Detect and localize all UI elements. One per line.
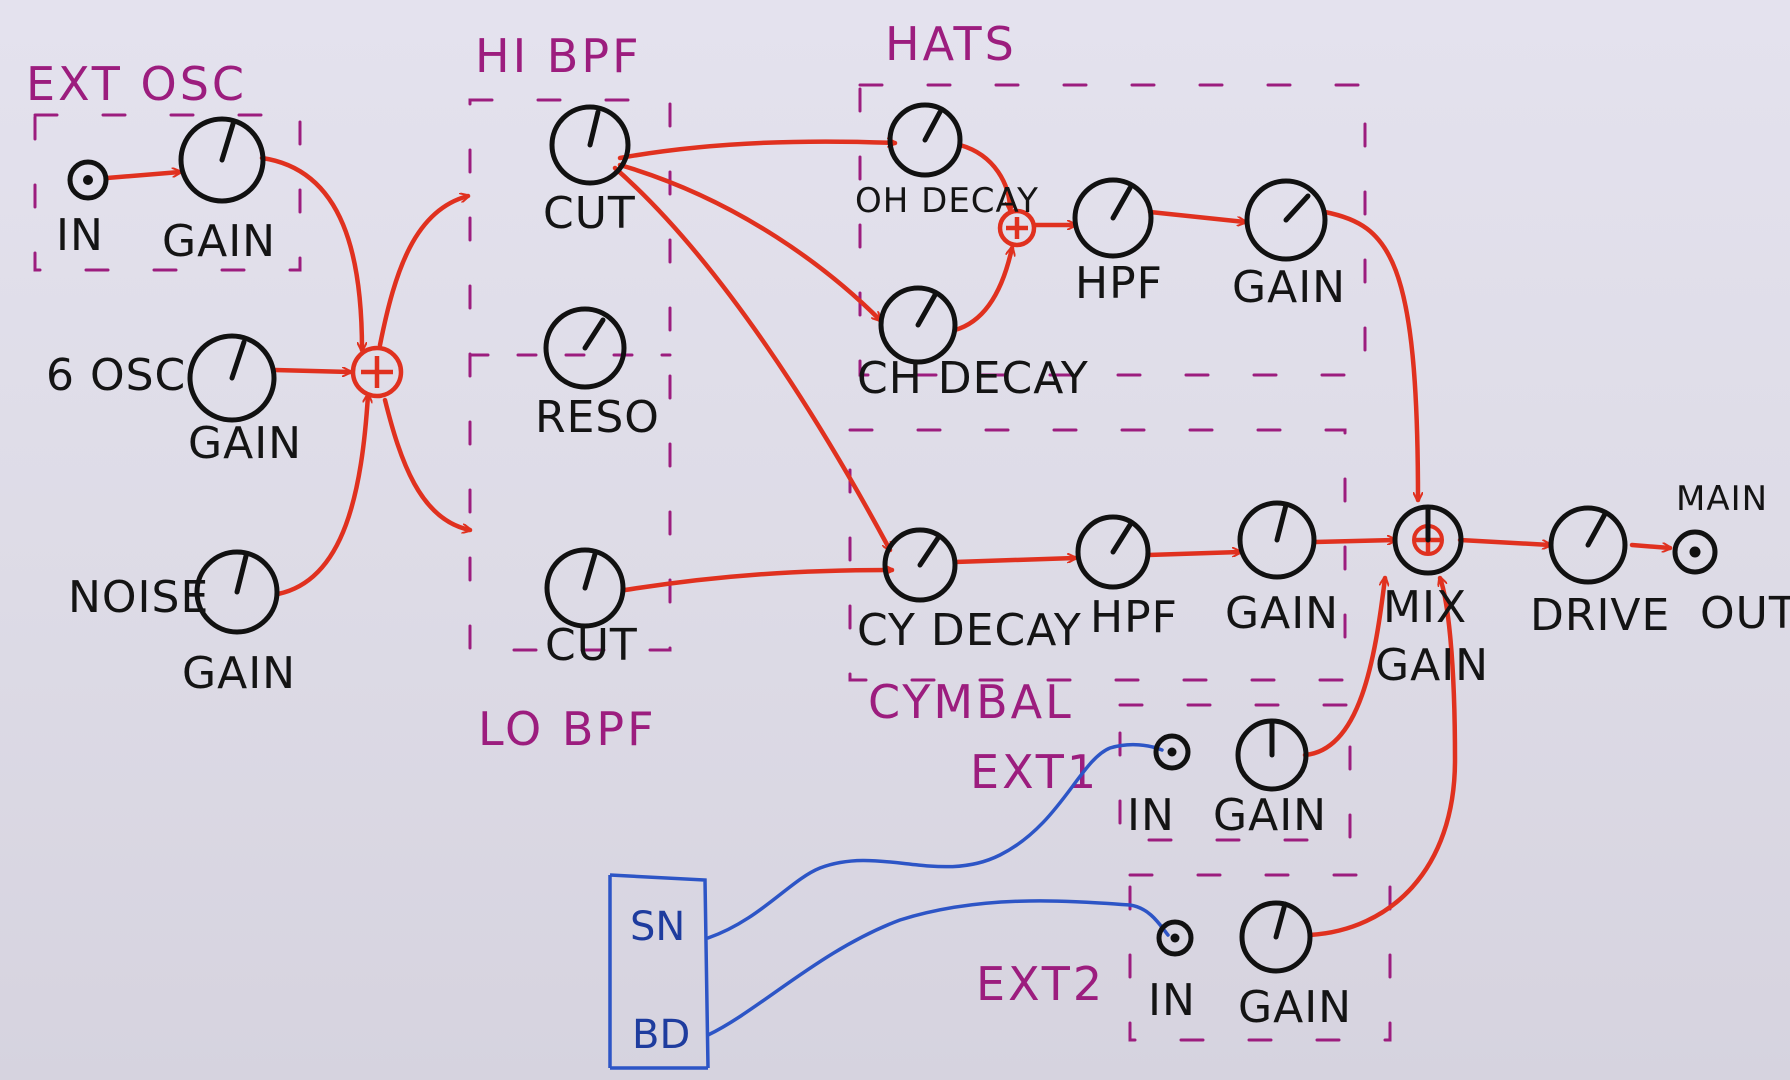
wire-ch-to-hats-sum bbox=[952, 248, 1012, 333]
group-ext1: EXT1 bbox=[970, 745, 1099, 799]
knob-ext-osc-gain[interactable] bbox=[178, 116, 266, 204]
ext-osc-outline bbox=[33, 113, 302, 272]
group-hi-bpf: HI BPF bbox=[475, 29, 642, 83]
wire-cy-gain-to-mix bbox=[1312, 540, 1398, 542]
wire-hi-cut-to-oh bbox=[617, 142, 898, 161]
label-lo-cut: CUT bbox=[545, 620, 638, 671]
source-sn: SN bbox=[630, 904, 685, 950]
group-ext2: EXT2 bbox=[976, 957, 1105, 1011]
label-noise: NOISE bbox=[68, 572, 209, 623]
wire-sum-to-lo-bpf bbox=[382, 397, 470, 530]
hats-outline bbox=[858, 83, 1367, 377]
ext2-outline bbox=[1128, 873, 1392, 1042]
label-ext1-in: IN bbox=[1127, 790, 1175, 841]
knob-6osc-gain[interactable] bbox=[187, 333, 277, 423]
label-oh-decay: OH DECAY bbox=[855, 181, 1039, 221]
group-ext-osc: EXT OSC bbox=[26, 57, 247, 111]
wire-cy-to-hpf bbox=[952, 558, 1078, 565]
knob-bpf-reso[interactable] bbox=[543, 306, 627, 390]
label-out: OUT bbox=[1700, 588, 1790, 639]
jack-ext2-in[interactable] bbox=[1156, 919, 1194, 957]
label-6osc-gain: GAIN bbox=[188, 418, 302, 469]
label-mix-gain: GAIN bbox=[1375, 640, 1489, 691]
wire-cy-hpf-to-gain bbox=[1145, 552, 1243, 555]
label-ext2-gain: GAIN bbox=[1238, 982, 1352, 1033]
jack-ext1-in[interactable] bbox=[1153, 733, 1191, 771]
wire-mix-to-drive bbox=[1457, 537, 1550, 545]
knob-mix-gain[interactable] bbox=[1392, 504, 1464, 576]
jack-main-out[interactable] bbox=[1672, 529, 1718, 575]
sum-node-main bbox=[350, 345, 404, 399]
wire-drive-to-main-out bbox=[1629, 545, 1670, 548]
wire-hi-cut-to-ch bbox=[617, 162, 880, 320]
knob-oh-decay[interactable] bbox=[887, 102, 963, 178]
wire-hats-hpf-to-gain bbox=[1147, 209, 1245, 222]
knob-ext1-gain[interactable] bbox=[1235, 718, 1309, 792]
trigger-source-box: SN BD bbox=[608, 873, 710, 1070]
knob-ext2-gain[interactable] bbox=[1239, 900, 1313, 974]
sum-node-hats bbox=[997, 208, 1037, 248]
label-main: MAIN bbox=[1676, 479, 1768, 519]
wire-6osc-to-sum bbox=[272, 370, 353, 372]
knob-hats-gain[interactable] bbox=[1244, 178, 1328, 262]
wire-ext-gain-to-sum bbox=[259, 155, 362, 353]
label-mix: MIX bbox=[1383, 582, 1467, 633]
wire-lo-cut-to-cy bbox=[622, 570, 895, 593]
label-ch-decay: CH DECAY bbox=[857, 353, 1089, 404]
wire-bd-to-ext2 bbox=[706, 899, 1170, 1037]
wire-ext2-gain-to-mix bbox=[1307, 578, 1458, 938]
knob-lo-bpf-cut[interactable] bbox=[544, 547, 626, 629]
knob-hi-bpf-cut[interactable] bbox=[549, 104, 631, 186]
label-ext1-gain: GAIN bbox=[1213, 790, 1327, 841]
source-bd: BD bbox=[632, 1012, 690, 1058]
component-labels: IN GAIN 6 OSC GAIN NOISE GAIN CUT RESO C… bbox=[46, 181, 1790, 1033]
label-hats-gain: GAIN bbox=[1232, 262, 1346, 313]
label-hats-hpf: HPF bbox=[1075, 258, 1163, 309]
trigger-wires bbox=[706, 742, 1170, 1037]
bpf-outline bbox=[468, 98, 672, 652]
wire-ext1-gain-to-mix bbox=[1302, 578, 1385, 758]
wire-hi-cut-to-cy bbox=[612, 165, 893, 550]
knob-cy-hpf[interactable] bbox=[1075, 514, 1151, 590]
knob-hats-hpf[interactable] bbox=[1072, 177, 1154, 259]
label-cy-gain: GAIN bbox=[1225, 588, 1339, 639]
wire-noise-to-sum bbox=[275, 395, 368, 597]
knob-cy-decay[interactable] bbox=[882, 527, 958, 603]
wire-oh-to-hats-sum bbox=[957, 142, 1010, 213]
signal-wires bbox=[104, 142, 1670, 938]
group-cymbal: CYMBAL bbox=[868, 675, 1074, 729]
label-ext2-in: IN bbox=[1148, 975, 1196, 1026]
wire-sn-to-ext1 bbox=[706, 742, 1164, 940]
label-drive: DRIVE bbox=[1530, 590, 1670, 641]
label-reso: RESO bbox=[535, 392, 660, 443]
knob-drive[interactable] bbox=[1548, 505, 1628, 585]
group-labels: EXT OSC HI BPF HATS LO BPF CYMBAL EXT1 E… bbox=[26, 17, 1105, 1011]
wire-sum-to-hi-bpf bbox=[377, 196, 468, 348]
knob-noise-gain[interactable] bbox=[194, 549, 280, 635]
knob-cy-gain[interactable] bbox=[1237, 500, 1317, 580]
ext1-outline bbox=[1118, 703, 1352, 842]
group-hats: HATS bbox=[885, 17, 1017, 71]
label-6osc: 6 OSC bbox=[46, 350, 186, 401]
label-ext-in: IN bbox=[56, 210, 104, 261]
label-cy-decay: CY DECAY bbox=[857, 605, 1082, 656]
group-outlines bbox=[33, 83, 1392, 1042]
wire-hats-gain-to-mix bbox=[1322, 209, 1418, 503]
label-hi-cut: CUT bbox=[543, 188, 636, 239]
source-bracket bbox=[608, 873, 710, 1070]
group-lo-bpf: LO BPF bbox=[478, 702, 657, 756]
label-ext-gain: GAIN bbox=[162, 216, 276, 267]
label-cy-hpf: HPF bbox=[1090, 592, 1178, 643]
wire-ext-in-to-gain bbox=[104, 172, 180, 181]
knob-ch-decay[interactable] bbox=[878, 285, 958, 365]
jack-ext-osc-in[interactable] bbox=[67, 159, 109, 201]
label-noise-gain: GAIN bbox=[182, 648, 296, 699]
